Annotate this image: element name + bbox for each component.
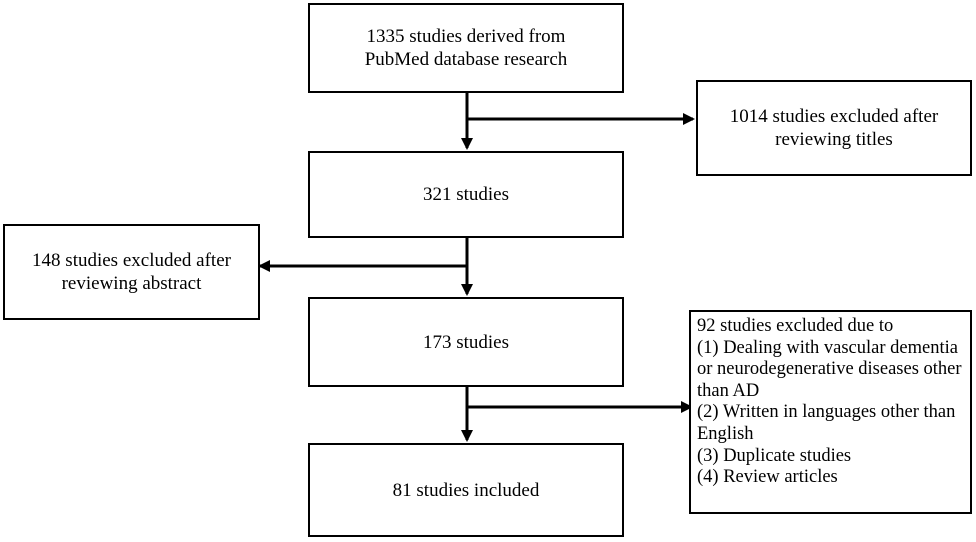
- box-after-abstract: 173 studies: [308, 297, 624, 387]
- box-included-text: 81 studies included: [392, 479, 540, 501]
- excluded-reason-2: (2) Written in languages other than Engl…: [697, 402, 956, 444]
- excluded-reason-4: (4) Review articles: [697, 467, 838, 488]
- excluded-reason-3: (3) Duplicate studies: [697, 445, 852, 466]
- box-excluded-abstract-text: 148 studies excluded after reviewing abs…: [32, 250, 231, 294]
- box-excluded-reasons: 92 studies excluded due to (1) Dealing w…: [689, 310, 972, 514]
- box-excluded-titles: 1014 studies excluded after reviewing ti…: [696, 80, 972, 176]
- box-included: 81 studies included: [308, 443, 624, 537]
- box-excluded-abstract: 148 studies excluded after reviewing abs…: [3, 224, 260, 320]
- box-after-abstract-text: 173 studies: [422, 331, 510, 353]
- box-excluded-reasons-text: 92 studies excluded due to (1) Dealing w…: [697, 316, 964, 489]
- excluded-reason-1: (1) Dealing with vascular dementia or ne…: [697, 337, 962, 401]
- box-excluded-titles-text: 1014 studies excluded after reviewing ti…: [729, 106, 939, 150]
- box-after-titles: 321 studies: [308, 151, 624, 238]
- box-identified: 1335 studies derived from PubMed databas…: [308, 3, 624, 93]
- box-after-titles-text: 321 studies: [422, 184, 510, 205]
- box-identified-text: 1335 studies derived from PubMed databas…: [364, 26, 568, 70]
- excluded-reasons-heading: 92 studies excluded due to: [697, 316, 894, 336]
